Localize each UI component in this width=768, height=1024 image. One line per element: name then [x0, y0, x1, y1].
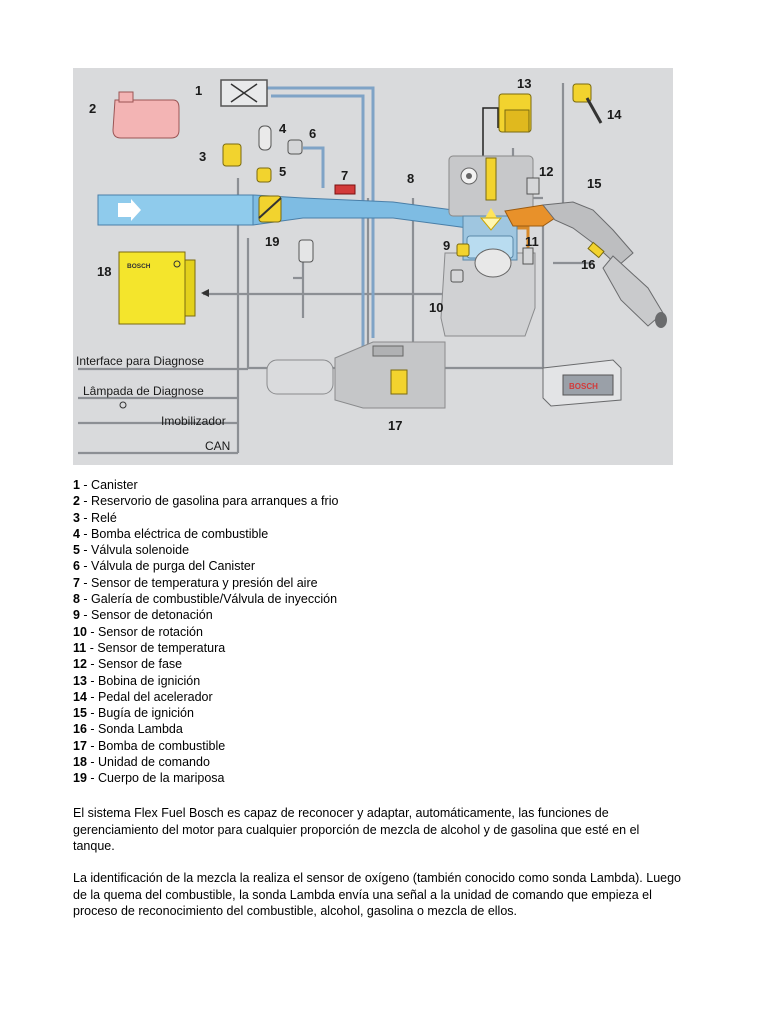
- callout-13: 13: [517, 76, 531, 91]
- legend-item: 3 - Relé: [73, 510, 693, 526]
- legend-item: 9 - Sensor de detonación: [73, 607, 693, 623]
- ecu-brand: BOSCH: [127, 263, 151, 270]
- flex-fuel-system-diagram: BOSCH BOSCH 1 2 3 4 5 6 7 8 9 10 11 12 1…: [73, 68, 673, 465]
- callout-17: 17: [388, 418, 402, 433]
- callout-10: 10: [429, 300, 443, 315]
- legend-item: 6 - Válvula de purga del Canister: [73, 558, 693, 574]
- callout-3: 3: [199, 149, 206, 164]
- callout-16: 16: [581, 257, 595, 272]
- legend-item: 5 - Válvula solenoide: [73, 542, 693, 558]
- callout-14: 14: [607, 107, 622, 122]
- legend-item: 1 - Canister: [73, 477, 693, 493]
- callout-2: 2: [89, 101, 96, 116]
- legend-item: 16 - Sonda Lambda: [73, 721, 693, 737]
- callout-19: 19: [265, 234, 279, 249]
- callout-11: 11: [525, 234, 539, 249]
- battery-brand: BOSCH: [569, 382, 598, 391]
- legend-item: 4 - Bomba eléctrica de combustible: [73, 526, 693, 542]
- callout-4: 4: [279, 121, 287, 136]
- legend-item: 13 - Bobina de ignición: [73, 673, 693, 689]
- callout-8: 8: [407, 171, 414, 186]
- callout-15: 15: [587, 176, 601, 191]
- callout-9: 9: [443, 238, 450, 253]
- legend-item: 19 - Cuerpo de la mariposa: [73, 770, 693, 786]
- legend-item: 12 - Sensor de fase: [73, 656, 693, 672]
- legend-item: 8 - Galería de combustible/Válvula de in…: [73, 591, 693, 607]
- legend-item: 15 - Bugía de ignición: [73, 705, 693, 721]
- label-imobilizador: Imobilizador: [161, 414, 226, 428]
- component-legend: 1 - Canister 2 - Reservorio de gasolina …: [73, 477, 693, 787]
- legend-item: 17 - Bomba de combustible: [73, 738, 693, 754]
- callout-12: 12: [539, 164, 553, 179]
- legend-item: 11 - Sensor de temperatura: [73, 640, 693, 656]
- callout-5: 5: [279, 164, 286, 179]
- callout-1: 1: [195, 83, 202, 98]
- legend-item: 10 - Sensor de rotación: [73, 624, 693, 640]
- body-paragraph-flex-fuel: El sistema Flex Fuel Bosch es capaz de r…: [73, 805, 683, 855]
- legend-item: 18 - Unidad de comando: [73, 754, 693, 770]
- legend-item: 7 - Sensor de temperatura y presión del …: [73, 575, 693, 591]
- callout-18: 18: [97, 264, 111, 279]
- callout-6: 6: [309, 126, 316, 141]
- legend-item: 2 - Reservorio de gasolina para arranque…: [73, 493, 693, 509]
- callout-7: 7: [341, 168, 348, 183]
- label-lampada-diagnose: Lâmpada de Diagnose: [83, 384, 204, 398]
- label-interface-diagnose: Interface para Diagnose: [76, 354, 204, 368]
- label-can: CAN: [205, 439, 230, 453]
- body-paragraph-lambda: La identificación de la mezcla la realiz…: [73, 870, 683, 920]
- legend-item: 14 - Pedal del acelerador: [73, 689, 693, 705]
